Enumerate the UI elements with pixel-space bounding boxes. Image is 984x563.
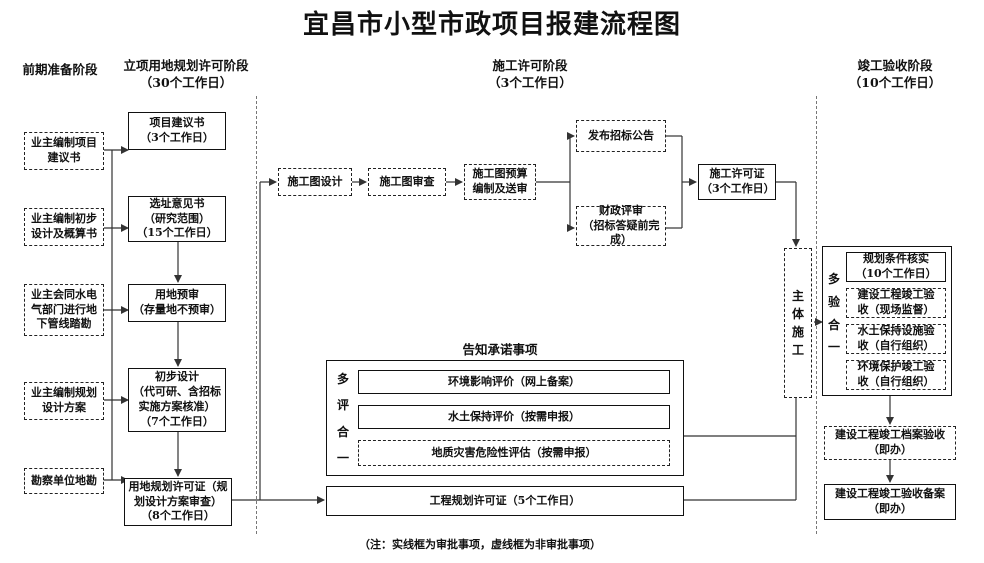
planning-permit-box: 工程规划许可证（5个工作日） <box>326 486 684 516</box>
stage-construction: 施工许可阶段 （3个工作日） <box>488 58 572 90</box>
stage-prep: 前期准备阶段 <box>22 62 98 77</box>
construction-permit-box: 施工许可证 （3个工作日） <box>698 164 776 200</box>
prep-project-proposal: 业主编制项目 建议书 <box>24 132 104 170</box>
preliminary-design-box: 初步设计 （代可研、含招标 实施方案核准） （7个工作日） <box>128 368 226 432</box>
notice-side-label: 多 评 合 一 <box>336 372 349 466</box>
soil-facility-acceptance-box: 水土保持设施验 收（自行组织） <box>846 324 946 354</box>
budget-box: 施工图预算 编制及送审 <box>464 164 536 200</box>
planning-verification-box: 规划条件核实 （10个工作日） <box>846 252 946 282</box>
stage-landplan: 立项用地规划许可阶段 （30个工作日） <box>123 58 249 90</box>
site-selection-box: 选址意见书 （研究范围） （15个工作日） <box>128 196 226 242</box>
bid-notice-box: 发布招标公告 <box>576 120 666 152</box>
land-planning-permit-box: 用地规划许可证（规 划设计方案审查） （8个工作日） <box>124 478 232 526</box>
finance-review-box: 财政评审 （招标答疑前完成） <box>576 204 666 246</box>
page-title: 宜昌市小型市政项目报建流程图 <box>302 10 681 40</box>
drawing-design-box: 施工图设计 <box>278 168 352 196</box>
env-impact-box: 环境影响评价（网上备案） <box>358 370 670 394</box>
prep-geological-survey: 勘察单位地勘 <box>24 468 104 494</box>
acceptance-filing-box: 建设工程竣工验收备案 （即办） <box>824 484 956 520</box>
geo-hazard-box: 地质灾害危险性评估（按需申报） <box>358 440 670 466</box>
separator-2 <box>816 96 817 534</box>
archive-acceptance-box: 建设工程竣工档案验收 （即办） <box>824 426 956 460</box>
notice-title: 告知承诺事项 <box>462 342 538 357</box>
land-pre-review-box: 用地预审 （存量地不预审） <box>128 284 226 322</box>
footnote: （注：实线框为审批事项，虚线框为非审批事项） <box>359 538 601 551</box>
env-acceptance-box: 环境保护竣工验 收（自行组织） <box>846 360 946 390</box>
prep-planning-scheme: 业主编制规划 设计方案 <box>24 382 104 420</box>
stage-acceptance: 竣工验收阶段 （10个工作日） <box>848 58 942 90</box>
completion-acceptance-box: 建设工程竣工验 收（现场监督） <box>846 288 946 318</box>
prep-preliminary-design: 业主编制初步 设计及概算书 <box>24 208 104 246</box>
project-proposal-box: 项目建议书 （3个工作日） <box>128 112 226 150</box>
soil-water-box: 水土保持评价（按需申报） <box>358 405 670 429</box>
drawing-review-box: 施工图审查 <box>368 168 446 196</box>
prep-pipeline-survey: 业主会同水电 气部门进行地 下管线踏勘 <box>24 284 104 336</box>
main-construction-box: 主 体 施 工 <box>784 248 812 398</box>
separator-1 <box>256 96 257 534</box>
acceptance-side-label: 多 验 合 一 <box>827 272 840 355</box>
